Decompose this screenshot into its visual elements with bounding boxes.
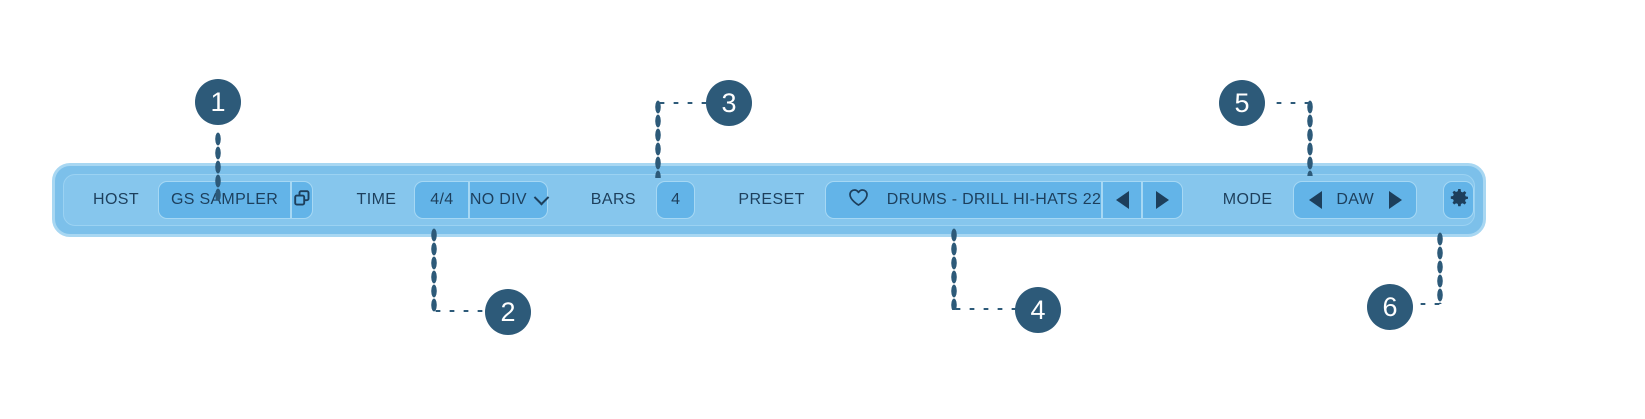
mode-selector[interactable]: DAW bbox=[1293, 181, 1418, 219]
callout-leader-6-horizontal bbox=[1416, 301, 1446, 307]
callout-number-5: 5 bbox=[1234, 87, 1250, 118]
callout-number-2: 2 bbox=[500, 296, 516, 327]
time-label: TIME bbox=[356, 191, 397, 208]
preset-display[interactable]: DRUMS - DRILL HI-HATS 22 bbox=[826, 182, 1101, 218]
time-division-dropdown[interactable]: NO DIV bbox=[469, 182, 550, 218]
callout-badge-3: 3 bbox=[706, 80, 752, 126]
triangle-left-icon bbox=[1308, 191, 1322, 209]
callout-leader-4-horizontal bbox=[951, 306, 1023, 312]
callout-badge-2: 2 bbox=[485, 289, 531, 335]
chevron-down-icon bbox=[533, 189, 550, 205]
mode-label: MODE bbox=[1222, 191, 1273, 208]
preset-divider-1 bbox=[1101, 182, 1103, 218]
gear-icon bbox=[1447, 186, 1471, 215]
callout-leader-6-vertical bbox=[1437, 232, 1443, 304]
callout-badge-5: 5 bbox=[1219, 80, 1265, 126]
preset-selector[interactable]: DRUMS - DRILL HI-HATS 22 bbox=[824, 181, 1183, 219]
host-selector[interactable]: GS SAMPLER bbox=[158, 181, 313, 219]
mode-next-button[interactable] bbox=[1374, 182, 1416, 218]
plugin-toolbar: HOST GS SAMPLER TIME 4/4 bbox=[52, 163, 1486, 237]
time-division-value: NO DIV bbox=[469, 191, 527, 208]
preset-divider-2 bbox=[1141, 182, 1143, 218]
bars-value: 4 bbox=[671, 191, 681, 208]
callout-leader-2-vertical bbox=[431, 228, 437, 312]
host-copy-button[interactable] bbox=[292, 182, 312, 218]
callout-badge-1: 1 bbox=[195, 79, 241, 125]
callout-leader-1 bbox=[215, 132, 221, 200]
preset-next-button[interactable] bbox=[1143, 182, 1182, 218]
preset-name-value: DRUMS - DRILL HI-HATS 22 bbox=[886, 191, 1102, 208]
host-name-value[interactable]: GS SAMPLER bbox=[171, 191, 279, 208]
callout-leader-5-vertical bbox=[1307, 100, 1313, 176]
copy-icon bbox=[292, 188, 312, 213]
host-label: HOST bbox=[93, 191, 140, 208]
mode-prev-button[interactable] bbox=[1294, 182, 1336, 218]
bars-field[interactable]: 4 bbox=[655, 181, 696, 219]
time-signature-value[interactable]: 4/4 bbox=[430, 191, 454, 208]
preset-label: PRESET bbox=[738, 191, 805, 208]
host-divider bbox=[290, 182, 292, 218]
callout-leader-2-horizontal bbox=[431, 308, 493, 314]
preset-prev-button[interactable] bbox=[1103, 182, 1142, 218]
time-selector[interactable]: 4/4 NO DIV bbox=[414, 181, 550, 219]
triangle-left-icon bbox=[1115, 191, 1129, 209]
callout-leader-3-vertical bbox=[655, 100, 661, 178]
callout-badge-6: 6 bbox=[1367, 284, 1413, 330]
callout-leader-3-horizontal bbox=[655, 100, 713, 106]
callout-number-6: 6 bbox=[1382, 291, 1398, 322]
callout-leader-4-vertical bbox=[951, 228, 957, 310]
settings-button[interactable] bbox=[1443, 181, 1474, 219]
callout-number-3: 3 bbox=[721, 87, 737, 118]
triangle-right-icon bbox=[1155, 191, 1169, 209]
bars-label: BARS bbox=[590, 191, 636, 208]
callout-number-4: 4 bbox=[1030, 294, 1046, 325]
triangle-right-icon bbox=[1388, 191, 1402, 209]
heart-icon[interactable] bbox=[848, 188, 869, 212]
callout-badge-4: 4 bbox=[1015, 287, 1061, 333]
mode-value: DAW bbox=[1336, 191, 1375, 208]
toolbar-inner-panel: HOST GS SAMPLER TIME 4/4 bbox=[63, 174, 1475, 226]
callout-leader-5-horizontal bbox=[1272, 100, 1316, 106]
callout-number-1: 1 bbox=[210, 86, 226, 117]
time-divider bbox=[468, 182, 470, 218]
